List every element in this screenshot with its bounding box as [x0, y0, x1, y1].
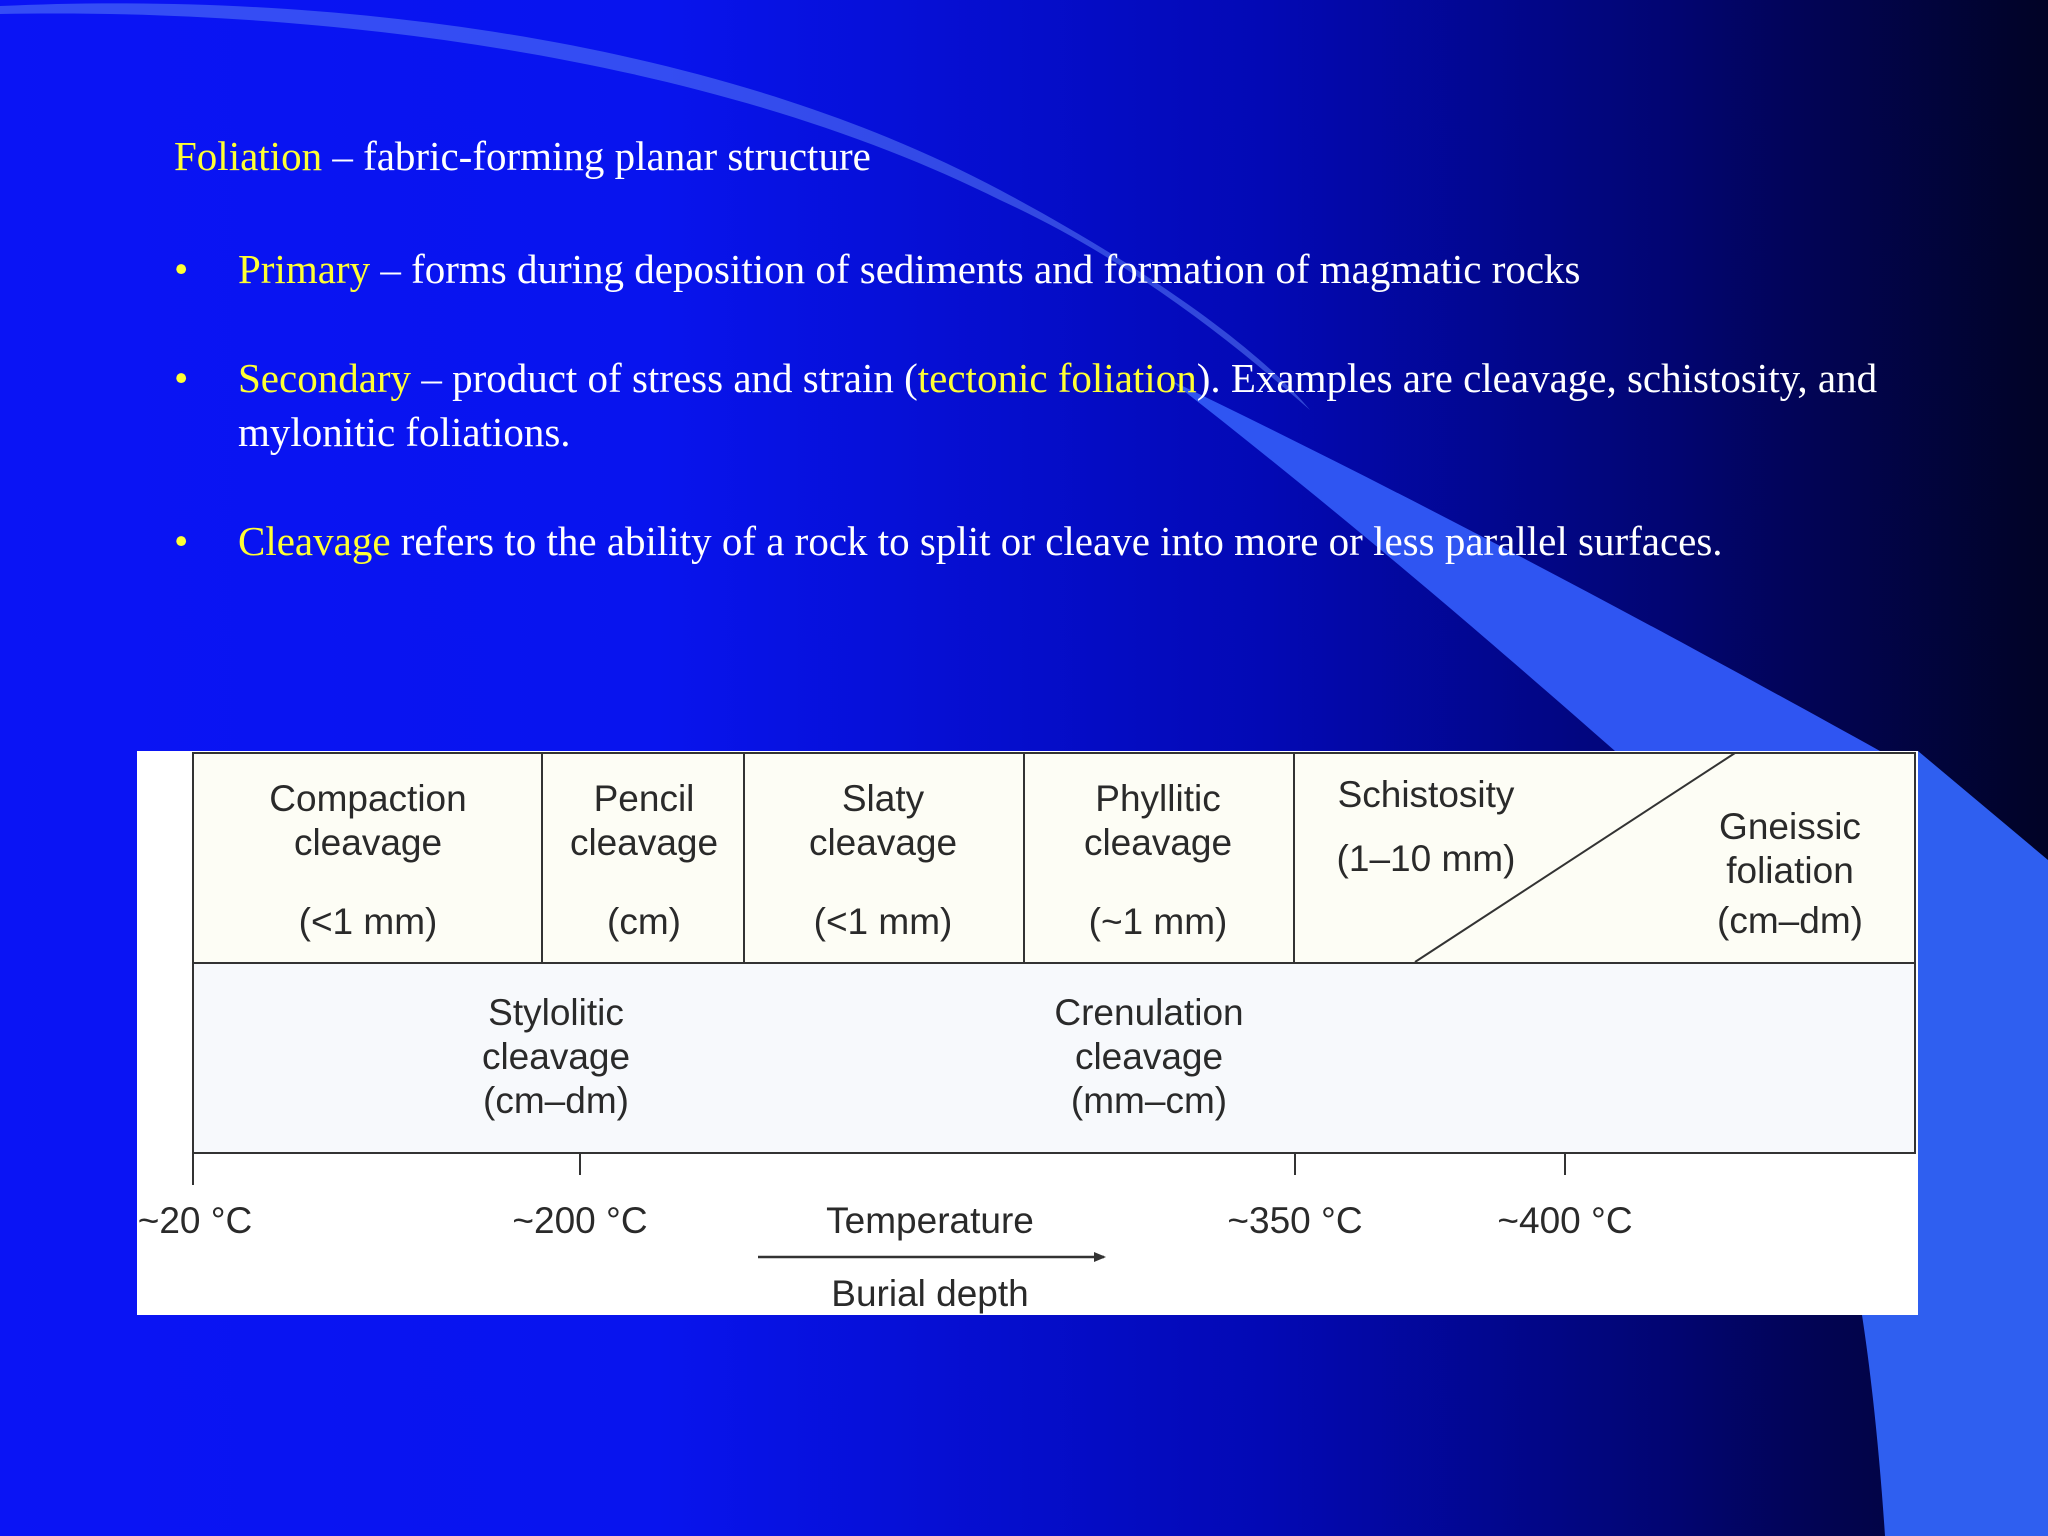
cell-sub: cleavage [1084, 822, 1232, 863]
cell-name: Crenulation [1054, 992, 1243, 1033]
schistosity-gneiss-diagonal [1414, 752, 1736, 963]
cell-size: (cm) [607, 901, 681, 942]
term-tectonic-foliation: tectonic foliation [917, 355, 1197, 401]
top-row-band [192, 752, 1916, 964]
cell-size: (cm–dm) [1717, 900, 1863, 941]
cell-name: Slaty [842, 778, 925, 819]
cell-sub: cleavage [1075, 1036, 1223, 1077]
term-cleavage: Cleavage [238, 518, 391, 564]
cell-size: (cm–dm) [483, 1080, 629, 1121]
cell-name: Compaction [269, 778, 466, 819]
secondary-description-a: – product of stress and strain ( [411, 355, 918, 401]
cell-size: (1–10 mm) [1337, 838, 1516, 879]
cell-sub: foliation [1726, 850, 1854, 891]
cell-name: Pencil [594, 778, 695, 819]
secondary-description-b: ). Examples are cleavage, schistosity, a… [238, 355, 1878, 455]
cell-name: Schistosity [1338, 774, 1515, 815]
tick-label: ~200 °C [512, 1200, 647, 1241]
cell-name: Phyllitic [1095, 778, 1220, 819]
tick-label: ~400 °C [1497, 1200, 1632, 1241]
cell-size: (<1 mm) [814, 901, 953, 942]
cell-name: Gneissic [1719, 806, 1861, 847]
cell-size: (<1 mm) [299, 901, 438, 942]
heading-term: Foliation [174, 133, 323, 179]
axis-label-temperature: Temperature [826, 1200, 1034, 1241]
bullet-symbol: • [174, 518, 189, 564]
heading-rest: – fabric-forming planar structure [322, 133, 871, 179]
diagram-svg: Compaction cleavage (<1 mm) Pencil cleav… [138, 752, 1916, 1314]
slide-heading: Foliation – fabric-forming planar struct… [174, 132, 871, 180]
cell-size: (mm–cm) [1071, 1080, 1227, 1121]
term-secondary: Secondary [238, 355, 412, 401]
bullet-text: Secondary – product of stress and strain… [238, 351, 1978, 459]
bullet-symbol: • [174, 355, 189, 401]
bullet-symbol: • [174, 246, 189, 292]
tick-label: ~350 °C [1227, 1200, 1362, 1241]
bottom-row-band [192, 962, 1916, 1154]
bullet-text: Cleavage refers to the ability of a rock… [238, 514, 1978, 568]
tick-label: ~20 °C [138, 1200, 253, 1241]
cleavage-description: refers to the ability of a rock to split… [390, 518, 1723, 564]
cell-sub: cleavage [294, 822, 442, 863]
primary-description: – forms during deposition of sediments a… [370, 246, 1581, 292]
term-primary: Primary [238, 246, 371, 292]
cell-name: Stylolitic [488, 992, 624, 1033]
axis-label-burial-depth: Burial depth [831, 1273, 1028, 1314]
cell-size: (~1 mm) [1089, 901, 1228, 942]
cell-sub: cleavage [482, 1036, 630, 1077]
cell-sub: cleavage [570, 822, 718, 863]
cell-sub: cleavage [809, 822, 957, 863]
foliation-diagram: Compaction cleavage (<1 mm) Pencil cleav… [137, 751, 1918, 1315]
bullet-text: Primary – forms during deposition of sed… [238, 242, 1978, 296]
